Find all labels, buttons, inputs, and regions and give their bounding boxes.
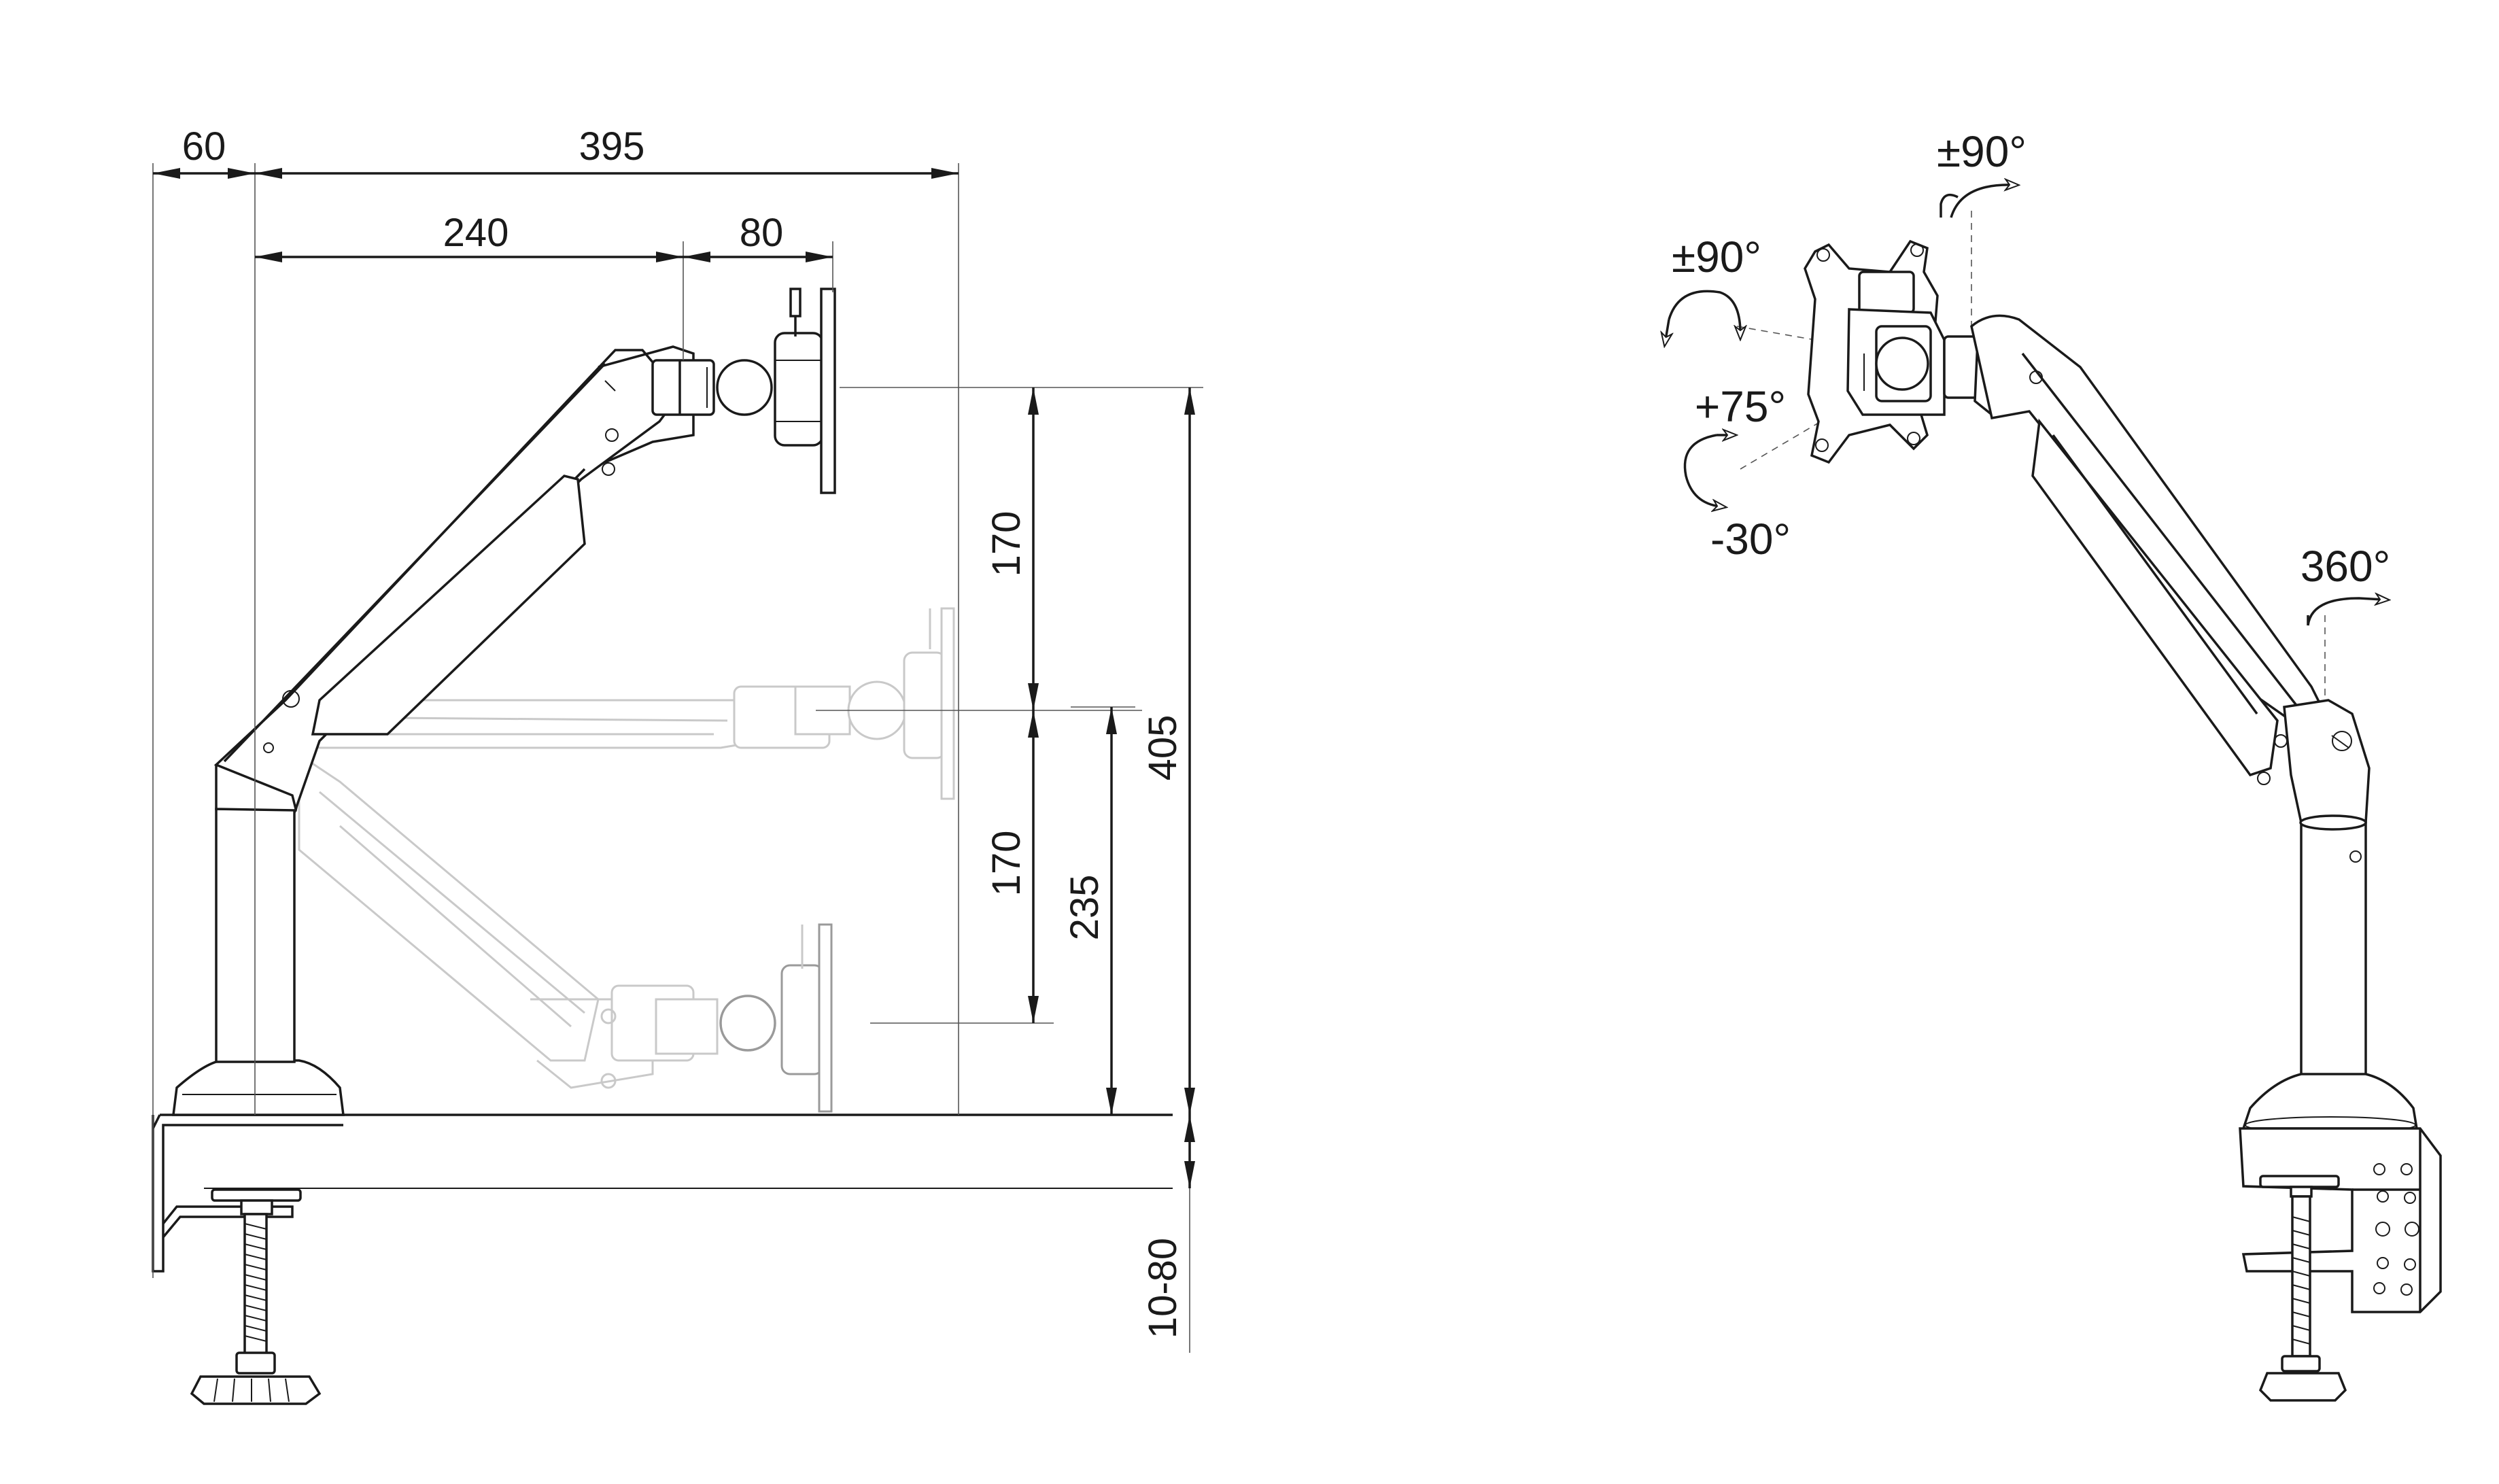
arm-ghost-lower <box>298 753 833 1113</box>
perspective-pole <box>2241 814 2419 1134</box>
tilt-pm90-label: ±90° <box>1672 232 1761 281</box>
rotate-arrow-tilt-up-down <box>1683 435 1730 506</box>
side-view: 60 395 240 80 170 170 235 405 10-80 <box>152 124 1203 1405</box>
swivel-pm90-label: ±90° <box>1937 127 2027 176</box>
tilt-axis <box>1740 380 1891 470</box>
dim-395-label: 395 <box>579 124 645 169</box>
dimension-lines <box>152 163 1203 1353</box>
dim-10-80-label: 10-80 <box>1141 1238 1185 1339</box>
dim-80-label: 80 <box>740 211 784 255</box>
perspective-arm <box>1970 314 2371 824</box>
rotate-axis <box>1736 326 1816 341</box>
desk-clamp <box>152 1115 343 1405</box>
dim-235-label: 235 <box>1063 875 1107 941</box>
dim-405-label: 405 <box>1141 715 1185 781</box>
rotate-arrow-tilt90 <box>1666 290 1740 340</box>
perspective-clamp <box>2239 1127 2442 1402</box>
tilt-up-label: +75° <box>1695 382 1786 431</box>
dim-170-lower-label: 170 <box>984 831 1029 897</box>
dim-170-upper-label: 170 <box>984 511 1029 577</box>
rotate-arrow-base360 <box>2307 598 2383 626</box>
clamp-knob <box>190 1351 322 1405</box>
rotate-arrow-swivel <box>1940 185 2012 218</box>
perspective-view: ±90° ±90° +75° -30° 360° <box>1666 127 2442 1402</box>
base-360-label: 360° <box>2300 542 2390 591</box>
dim-240-label: 240 <box>443 211 509 255</box>
arm-top <box>213 288 836 814</box>
tilt-down-label: -30° <box>1710 515 1791 564</box>
dim-60-label: 60 <box>182 124 226 169</box>
clamp-screw <box>243 1213 268 1358</box>
